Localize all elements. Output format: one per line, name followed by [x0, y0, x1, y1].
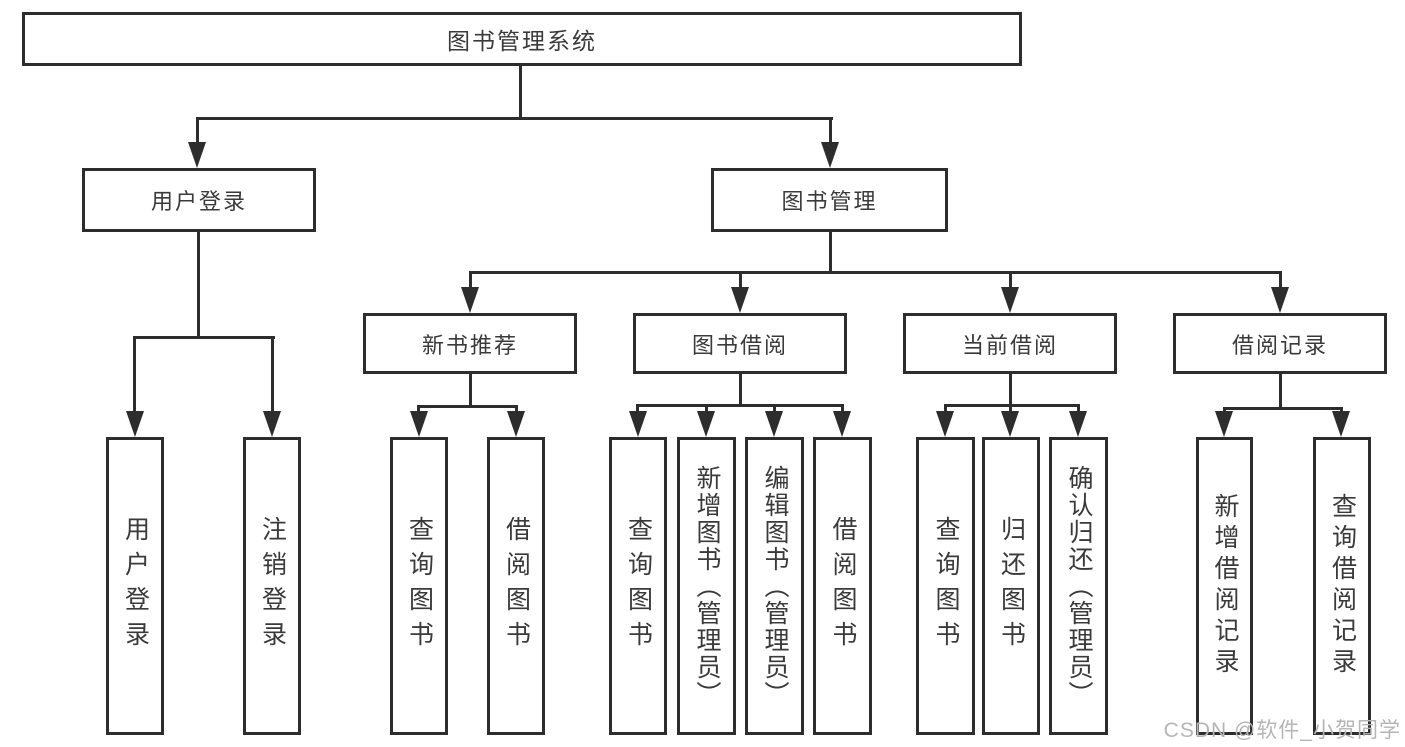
edge-line	[1009, 404, 1012, 415]
leaf-label: 用户登录	[121, 516, 150, 656]
leaf-add-book-admin: 新增图书（管理员）	[677, 437, 736, 735]
arrow-down-icon	[1271, 287, 1289, 313]
edge-line	[1009, 374, 1012, 407]
arrow-down-icon	[697, 411, 715, 437]
edge-line	[829, 232, 832, 274]
edge-line	[196, 117, 199, 147]
leaf-search-book-1: 查询图书	[390, 437, 448, 735]
leaf-search-book-3: 查询图书	[916, 437, 975, 735]
node-new-book-recommend: 新书推荐	[363, 313, 577, 374]
leaf-user-login: 用户登录	[106, 437, 164, 735]
leaf-label: 编辑图书（管理员）	[761, 464, 789, 708]
node-label: 用户登录	[150, 189, 247, 214]
edge-line	[841, 404, 844, 415]
leaf-search-book-2: 查询图书	[609, 437, 667, 735]
edge-line	[944, 404, 947, 415]
node-label: 图书管理	[781, 189, 878, 214]
edge-line	[519, 66, 522, 119]
leaf-label: 查询图书	[405, 516, 434, 656]
arrow-down-icon	[1215, 411, 1233, 437]
edge-line	[1077, 404, 1080, 415]
arrow-down-icon	[188, 142, 206, 168]
arrow-down-icon	[410, 411, 428, 437]
leaf-label: 确认归还（管理员）	[1065, 464, 1093, 708]
leaf-return-book: 归还图书	[982, 437, 1040, 735]
edge-line	[705, 404, 708, 415]
edge-line	[469, 271, 472, 291]
edge-line	[773, 404, 776, 415]
node-user-login: 用户登录	[82, 168, 316, 232]
node-borrow-record: 借阅记录	[1173, 313, 1387, 374]
edge-line	[196, 117, 833, 120]
leaf-label: 注销登录	[258, 516, 287, 656]
arrow-down-icon	[507, 411, 525, 437]
node-book-management: 图书管理	[711, 168, 948, 232]
edge-line	[829, 117, 832, 147]
edge-line	[636, 404, 639, 415]
edge-line	[1223, 407, 1343, 410]
watermark: CSDN @软件_小贺同学	[1163, 719, 1401, 742]
leaf-label: 查询图书	[624, 516, 653, 656]
edge-line	[417, 405, 420, 415]
leaf-edit-book-admin: 编辑图书（管理员）	[745, 437, 804, 735]
leaf-label: 借阅图书	[502, 516, 531, 656]
edge-line	[469, 374, 472, 408]
arrow-down-icon	[1069, 411, 1087, 437]
arrow-down-icon	[833, 411, 851, 437]
arrow-down-icon	[1001, 411, 1019, 437]
arrow-down-icon	[821, 142, 839, 168]
edge-line	[1009, 271, 1012, 291]
node-label: 图书管理系统	[447, 28, 597, 54]
edge-line	[739, 271, 742, 291]
edge-line	[739, 374, 742, 407]
edge-line	[197, 232, 200, 336]
edge-line	[417, 405, 518, 408]
arrow-down-icon	[1001, 287, 1019, 313]
arrow-down-icon	[936, 411, 954, 437]
edge-line	[133, 336, 275, 339]
arrow-down-icon	[263, 411, 281, 437]
leaf-confirm-return-admin: 确认归还（管理员）	[1049, 437, 1108, 735]
edge-line	[469, 271, 1282, 274]
arrow-down-icon	[126, 411, 144, 437]
node-label: 借阅记录	[1231, 332, 1328, 358]
leaf-label: 新增借阅记录	[1211, 493, 1239, 679]
edge-line	[1279, 374, 1282, 410]
arrow-down-icon	[765, 411, 783, 437]
edge-line	[133, 336, 136, 414]
leaf-logout: 注销登录	[243, 437, 301, 735]
edge-line	[515, 405, 518, 415]
leaf-borrow-book-1: 借阅图书	[487, 437, 545, 735]
leaf-search-borrow-record: 查询借阅记录	[1313, 437, 1371, 735]
arrow-down-icon	[1332, 411, 1350, 437]
leaf-add-borrow-record: 新增借阅记录	[1196, 437, 1253, 735]
node-label: 当前借阅	[961, 332, 1058, 358]
leaf-label: 查询借阅记录	[1328, 493, 1357, 679]
arrow-down-icon	[629, 411, 647, 437]
node-label: 新书推荐	[421, 332, 518, 358]
leaf-label: 查询图书	[932, 516, 960, 656]
arrow-down-icon	[461, 287, 479, 313]
leaf-label: 新增图书（管理员）	[693, 464, 721, 708]
arrow-down-icon	[731, 287, 749, 313]
node-label: 图书借阅	[691, 332, 788, 358]
leaf-label: 归还图书	[997, 516, 1026, 656]
leaf-borrow-book-2: 借阅图书	[813, 437, 872, 735]
edge-line	[1279, 271, 1282, 291]
node-book-borrow: 图书借阅	[633, 313, 847, 374]
node-root: 图书管理系统	[22, 12, 1022, 66]
node-current-borrow: 当前借阅	[903, 313, 1117, 374]
leaf-label: 借阅图书	[829, 516, 857, 656]
edge-line	[944, 404, 1080, 407]
edge-line	[636, 404, 844, 407]
edge-line	[271, 336, 274, 414]
